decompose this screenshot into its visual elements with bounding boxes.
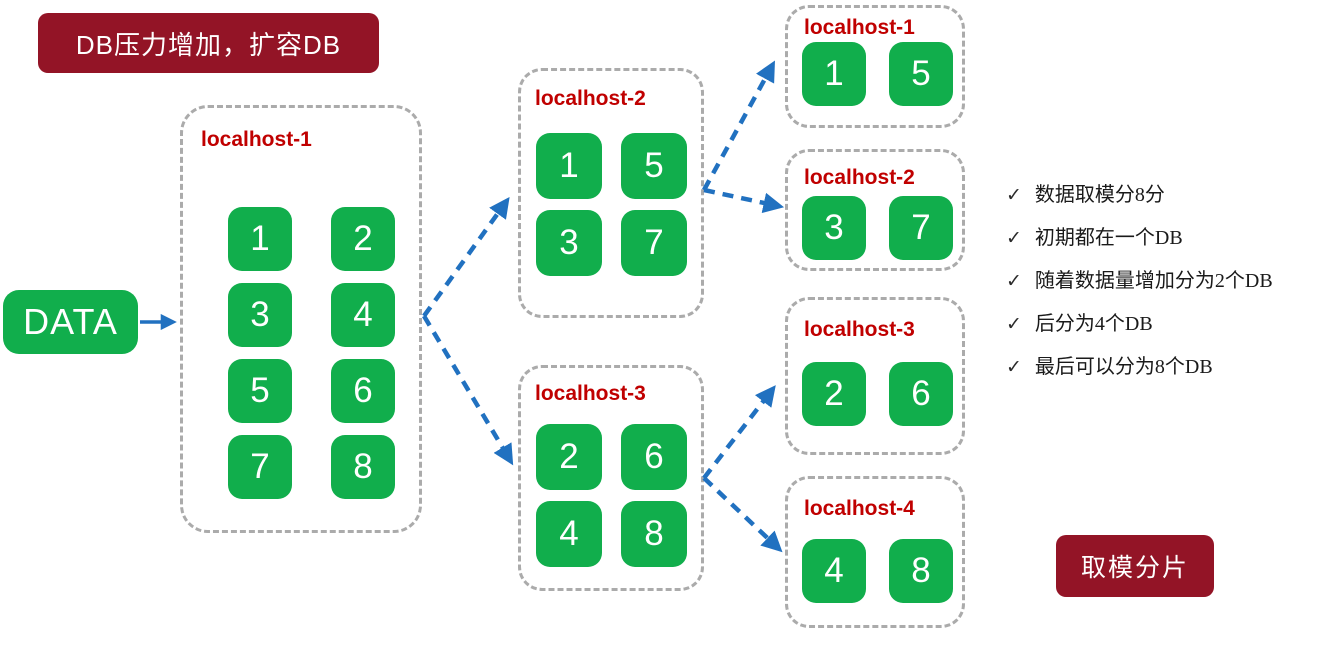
shard-cell: 6	[889, 362, 953, 426]
shard-cell: 4	[536, 501, 602, 567]
shard-cell: 3	[536, 210, 602, 276]
shard-grid: 1 2 3 4 5 6 7 8	[228, 207, 395, 499]
shard-cell: 8	[889, 539, 953, 603]
checklist-item: ✓ 随着数据量增加分为2个DB	[1006, 264, 1273, 307]
db-group-label: localhost-2	[535, 87, 646, 110]
checklist-item-text: 后分为4个DB	[1034, 313, 1153, 335]
checklist-item: ✓ 数据取模分8分	[1006, 178, 1273, 221]
check-icon: ✓	[1006, 184, 1022, 206]
arrow-source-to-mid-bottom	[422, 314, 514, 466]
checklist-item-text: 最后可以分为8个DB	[1034, 356, 1213, 378]
db-group-label: localhost-3	[535, 382, 646, 405]
data-node-label: DATA	[23, 301, 118, 342]
data-node: DATA	[3, 290, 138, 354]
checklist-item-text: 数据取模分8分	[1034, 184, 1165, 206]
top-banner-text: DB压力增加，扩容DB	[75, 29, 342, 60]
check-icon: ✓	[1006, 227, 1022, 249]
shard-cell: 7	[621, 210, 687, 276]
db-group-right-2: localhost-2 3 7	[785, 149, 965, 271]
shard-cell: 4	[331, 283, 395, 347]
checklist-item-text: 随着数据量增加分为2个DB	[1034, 270, 1273, 292]
notes-checklist: ✓ 数据取模分8分 ✓ 初期都在一个DB ✓ 随着数据量增加分为2个DB ✓ 后…	[1006, 178, 1273, 393]
shard-cell: 1	[536, 133, 602, 199]
db-group-mid-bottom: localhost-3 2 6 4 8	[518, 365, 704, 591]
checklist-item: ✓ 后分为4个DB	[1006, 307, 1273, 350]
top-banner: DB压力增加，扩容DB	[38, 13, 379, 73]
check-icon: ✓	[1006, 313, 1022, 335]
db-group-label: localhost-2	[804, 166, 915, 189]
shard-grid: 2 6 4 8	[536, 424, 687, 567]
shard-cell: 3	[802, 196, 866, 260]
db-group-right-4: localhost-4 4 8	[785, 476, 965, 628]
db-group-label: localhost-4	[804, 497, 915, 520]
shard-cell: 7	[228, 435, 292, 499]
checklist-item: ✓ 初期都在一个DB	[1006, 221, 1273, 264]
shard-cell: 8	[621, 501, 687, 567]
shard-cell: 6	[621, 424, 687, 490]
shard-cell: 5	[889, 42, 953, 106]
db-group-label: localhost-1	[804, 16, 915, 39]
shard-cell: 5	[228, 359, 292, 423]
shard-cell: 2	[331, 207, 395, 271]
shard-cell: 8	[331, 435, 395, 499]
shard-cell: 6	[331, 359, 395, 423]
shard-grid: 2 6	[802, 362, 953, 426]
shard-cell: 2	[536, 424, 602, 490]
db-group-right-1: localhost-1 1 5	[785, 5, 965, 128]
arrow-mid-bottom-to-right-4	[702, 476, 783, 553]
db-group-mid-top: localhost-2 1 5 3 7	[518, 68, 704, 318]
arrow-source-to-mid-top	[422, 196, 510, 318]
shard-cell: 2	[802, 362, 866, 426]
shard-grid: 1 5	[802, 42, 953, 106]
db-group-label: localhost-1	[201, 128, 312, 151]
shard-cell: 1	[802, 42, 866, 106]
shard-grid: 1 5 3 7	[536, 133, 687, 276]
checklist-item-text: 初期都在一个DB	[1034, 227, 1183, 249]
db-group-label: localhost-3	[804, 318, 915, 341]
db-group-right-3: localhost-3 2 6	[785, 297, 965, 455]
check-icon: ✓	[1006, 356, 1022, 378]
arrow-mid-top-to-right-2	[703, 187, 785, 214]
shard-cell: 3	[228, 283, 292, 347]
shard-cell: 4	[802, 539, 866, 603]
shard-cell: 1	[228, 207, 292, 271]
shard-cell: 5	[621, 133, 687, 199]
shard-grid: 4 8	[802, 539, 953, 603]
shard-grid: 3 7	[802, 196, 953, 260]
db-group-source: localhost-1 1 2 3 4 5 6 7 8	[180, 105, 422, 533]
checklist-item: ✓ 最后可以分为8个DB	[1006, 350, 1273, 393]
shard-cell: 7	[889, 196, 953, 260]
bottom-banner: 取模分片	[1056, 535, 1214, 597]
check-icon: ✓	[1006, 270, 1022, 292]
arrow-mid-bottom-to-right-3	[702, 385, 776, 480]
bottom-banner-text: 取模分片	[1080, 555, 1189, 582]
arrow-mid-top-to-right-1	[702, 60, 775, 192]
